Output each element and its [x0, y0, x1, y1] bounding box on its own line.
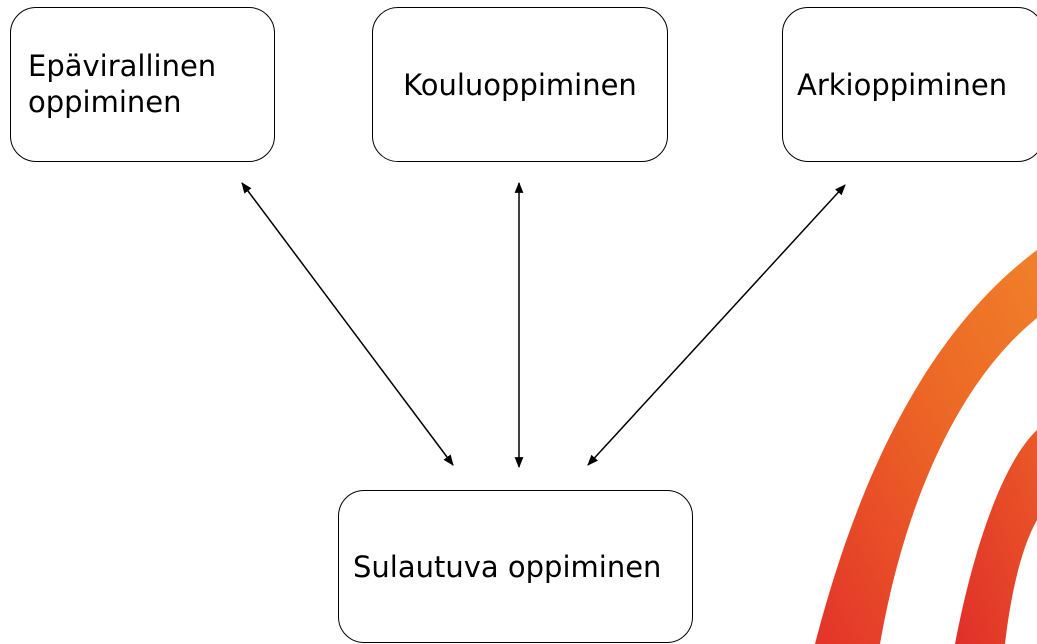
node-label: Kouluoppiminen [403, 67, 637, 102]
node-label: Epävirallinen oppiminen [28, 49, 217, 119]
node-epavirallinen-oppiminen: Epävirallinen oppiminen [10, 7, 275, 162]
node-arkioppiminen: Arkioppiminen [782, 7, 1037, 162]
node-sulautuva-oppiminen: Sulautuva oppiminen [338, 490, 693, 643]
node-label: Sulautuva oppiminen [353, 549, 662, 584]
swirl-outer-band [815, 250, 1037, 644]
arrow-arki-sulautuva [587, 184, 846, 466]
node-kouluoppiminen: Kouluoppiminen [372, 7, 668, 162]
arrow-epavirallinen-sulautuva [241, 182, 454, 466]
node-label: Arkioppiminen [797, 67, 1008, 102]
swirl-inner-band [955, 430, 1037, 644]
